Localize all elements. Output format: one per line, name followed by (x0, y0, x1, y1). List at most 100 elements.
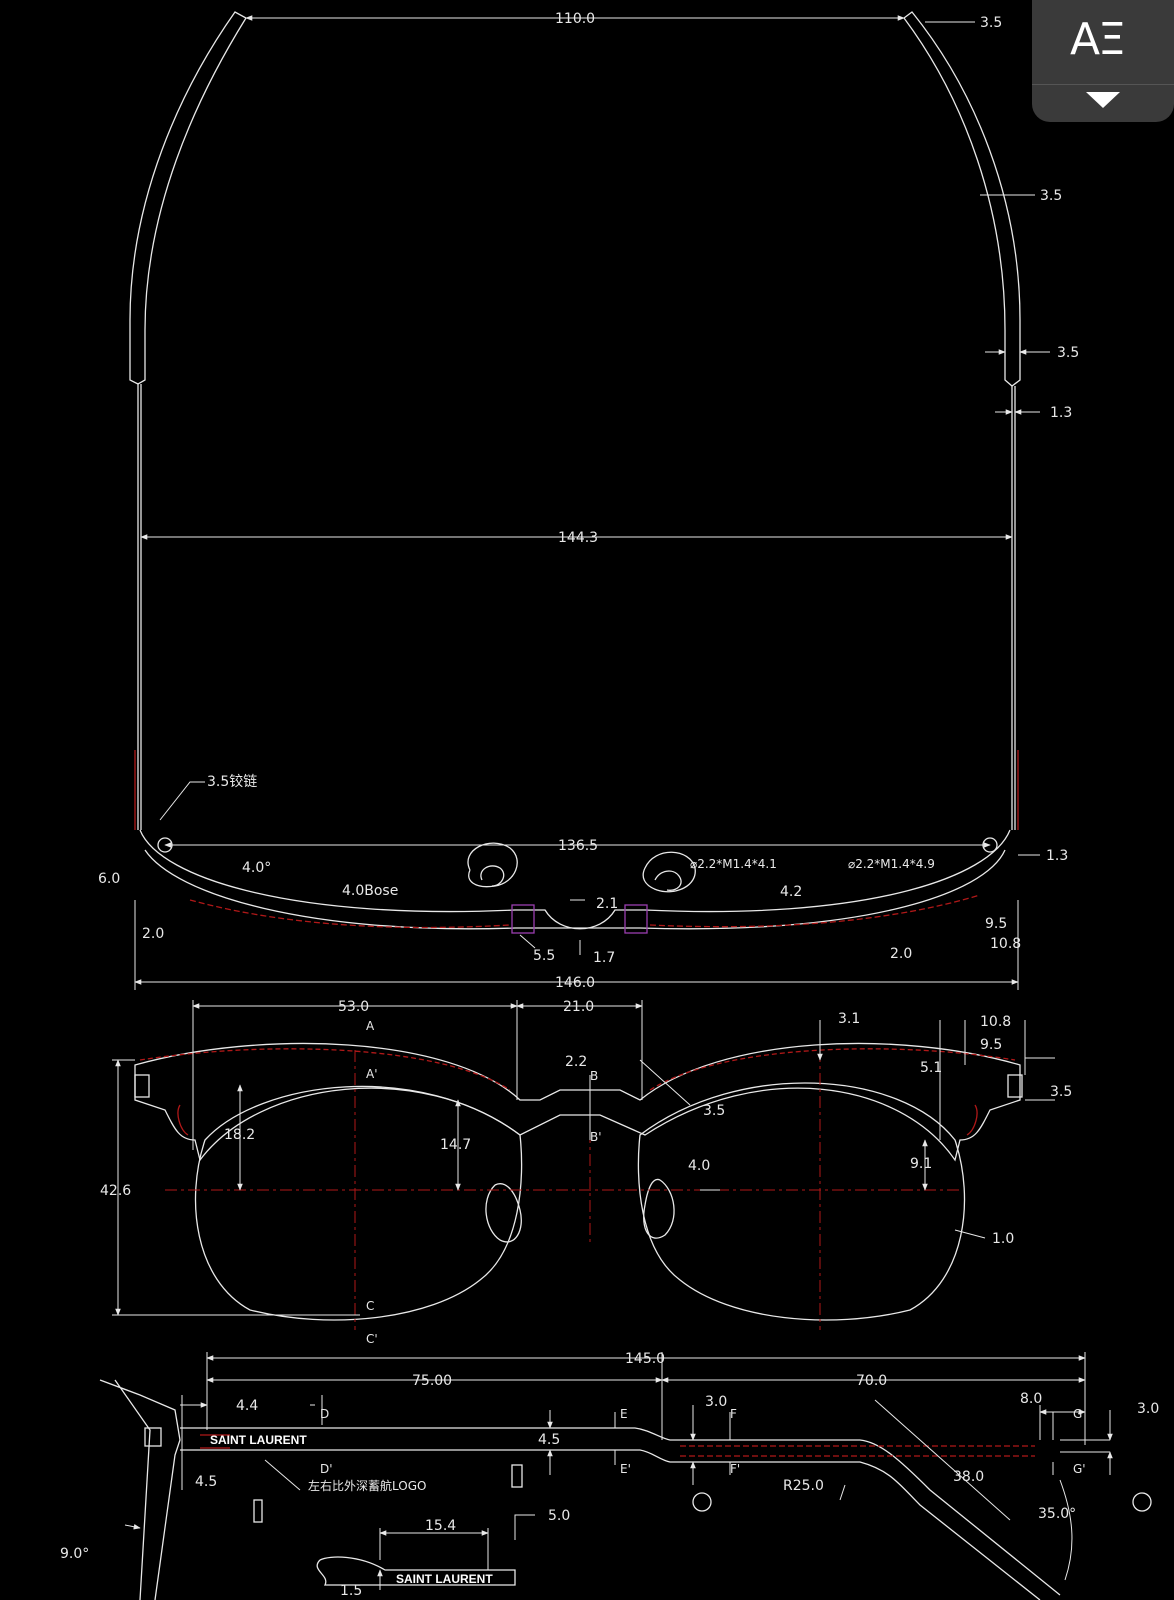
section-c-prime: C' (366, 1332, 378, 1346)
dim-thickness-left: 2.0 (142, 926, 164, 942)
dim-end-piece: 6.0 (98, 871, 120, 887)
dim-bend-length: 38.0 (953, 1469, 984, 1485)
dim-logo-depth: 1.5 (340, 1583, 362, 1599)
front-view (134, 1042, 1023, 1321)
left-nose-pad (467, 842, 518, 888)
left-front-pad (485, 1183, 522, 1243)
dim-bend-angle: 35.0° (1038, 1506, 1076, 1522)
section-f: F (730, 1407, 737, 1421)
dim-temple-tip-top: 3.5 (980, 15, 1002, 31)
dim-end-width-a: 10.8 (980, 1014, 1011, 1030)
section-e: E (620, 1407, 628, 1421)
section-d: D (320, 1407, 329, 1421)
side-view-dimension-lines (124, 1352, 1113, 1590)
section-d-prime: D' (320, 1462, 333, 1476)
front-view-dimension-lines (112, 1000, 1055, 1316)
dim-temple-height: 4.5 (538, 1432, 560, 1448)
dim-pad-height: 14.7 (440, 1137, 471, 1153)
section-g-prime: G' (1073, 1462, 1086, 1476)
dim-temple-lower: 3.5 (1057, 345, 1079, 361)
dim-logo-offset: 5.0 (548, 1508, 570, 1524)
dim-brow-thick: 5.1 (920, 1060, 942, 1076)
dim-temple-wire: 1.3 (1050, 405, 1072, 421)
top-view (129, 11, 1021, 934)
dim-bridge-thick: 1.7 (593, 950, 615, 966)
brand-text-temple: SAINT LAURENT (210, 1433, 307, 1447)
dim-inner-width: 144.3 (558, 530, 598, 546)
dim-pantoscopic: 9.0° (60, 1546, 89, 1562)
dim-hinge-span: 136.5 (558, 838, 598, 854)
dim-temple-mid: 3.5 (1040, 188, 1062, 204)
dim-browline: 3.1 (838, 1011, 860, 1027)
dim-back-part: 70.0 (856, 1373, 887, 1389)
front-frame-top (139, 829, 1011, 930)
side-view (99, 1379, 1152, 1600)
dim-radius: R25.0 (783, 1478, 824, 1494)
section-c: C (366, 1299, 374, 1313)
dim-start-offset: 4.4 (236, 1398, 258, 1414)
dim-right-upper: 9.1 (910, 1156, 932, 1172)
side-view-labels: 145.0 75.00 70.0 4.4 3.0 8.0 3.0 4.5 4.5… (60, 1351, 1159, 1599)
dim-lens-width: 53.0 (338, 999, 369, 1015)
dim-end-right-b: 10.8 (990, 936, 1021, 952)
dim-end-height: 3.5 (1050, 1084, 1072, 1100)
brand-text-detail: SAINT LAURENT (396, 1572, 493, 1586)
dim-screw-left: ⌀2.2*M1.4*4.1 (690, 857, 777, 871)
left-temple (129, 11, 247, 385)
dim-hinge: 3.5铰链 (207, 774, 257, 790)
dim-rim-inner: 3.5 (703, 1103, 725, 1119)
right-temple (903, 11, 1021, 387)
panel-divider (1032, 84, 1174, 85)
dim-temple-length: 145.0 (625, 1351, 665, 1367)
dim-temple-tip-span: 110.0 (555, 11, 595, 27)
dim-base: 4.0Bose (342, 883, 398, 899)
dim-logo-length: 15.4 (425, 1518, 456, 1534)
dim-rim-right-lower: 2.0 (890, 946, 912, 962)
section-g: G (1073, 1407, 1082, 1421)
section-b-prime: B' (590, 1130, 602, 1144)
dim-start-height: 4.5 (195, 1474, 217, 1490)
top-view-dimension-lines (134, 15, 1050, 990)
left-lens (194, 1085, 523, 1321)
text-size-toggle[interactable]: AΞ (1032, 0, 1174, 122)
front-side-profile (99, 1379, 181, 1600)
dim-angle: 4.0° (242, 860, 271, 876)
right-front-pad (643, 1178, 675, 1239)
top-view-labels: 110.0 3.5 3.5 3.5 1.3 144.3 3.5铰链 136.5 … (98, 11, 1079, 991)
section-a-prime: A' (366, 1067, 378, 1081)
right-lens (637, 1082, 966, 1321)
dim-screw-right: ⌀2.2*M1.4*4.9 (848, 857, 935, 871)
dropdown-arrow-icon[interactable] (1086, 92, 1120, 108)
dim-bridge-top: 2.2 (565, 1054, 587, 1070)
text-size-label: AΞ (1070, 14, 1126, 65)
dim-end-right-a: 9.5 (985, 916, 1007, 932)
section-f-prime: F' (730, 1462, 740, 1476)
dim-lens-height: 42.6 (100, 1183, 131, 1199)
dim-hinge-right: 1.3 (1046, 848, 1068, 864)
dim-lens-upper: 18.2 (224, 1127, 255, 1143)
dim-tip-offset: 8.0 (1020, 1391, 1042, 1407)
dim-pad-offset: 4.0 (688, 1158, 710, 1174)
dim-overall-width: 146.0 (555, 975, 595, 991)
dim-tip-height: 3.0 (1137, 1401, 1159, 1417)
logo-detail (316, 1556, 516, 1586)
dim-end-width-b: 9.5 (980, 1037, 1002, 1053)
section-b: B (590, 1069, 598, 1083)
dim-bridge-width: 21.0 (563, 999, 594, 1015)
dim-bridge-gap: 2.1 (596, 896, 618, 912)
dim-rim-wire: 1.0 (992, 1231, 1014, 1247)
temple-side (180, 1427, 1061, 1600)
brow-bar (134, 1042, 1021, 1162)
front-view-centerlines (165, 1050, 960, 1330)
logo-note: 左右比外深蓄航LOGO (308, 1478, 426, 1493)
right-nose-pad (642, 851, 696, 893)
front-view-labels: 53.0 21.0 3.1 10.8 9.5 5.1 3.5 2.2 3.5 1… (100, 999, 1072, 1346)
dim-rim-right: 4.2 (780, 884, 802, 900)
dim-pad-arm: 5.5 (533, 948, 555, 964)
dim-height-e: 3.0 (705, 1394, 727, 1410)
section-e-prime: E' (620, 1462, 631, 1476)
section-a: A (366, 1019, 375, 1033)
dim-front-part: 75.00 (412, 1373, 452, 1389)
